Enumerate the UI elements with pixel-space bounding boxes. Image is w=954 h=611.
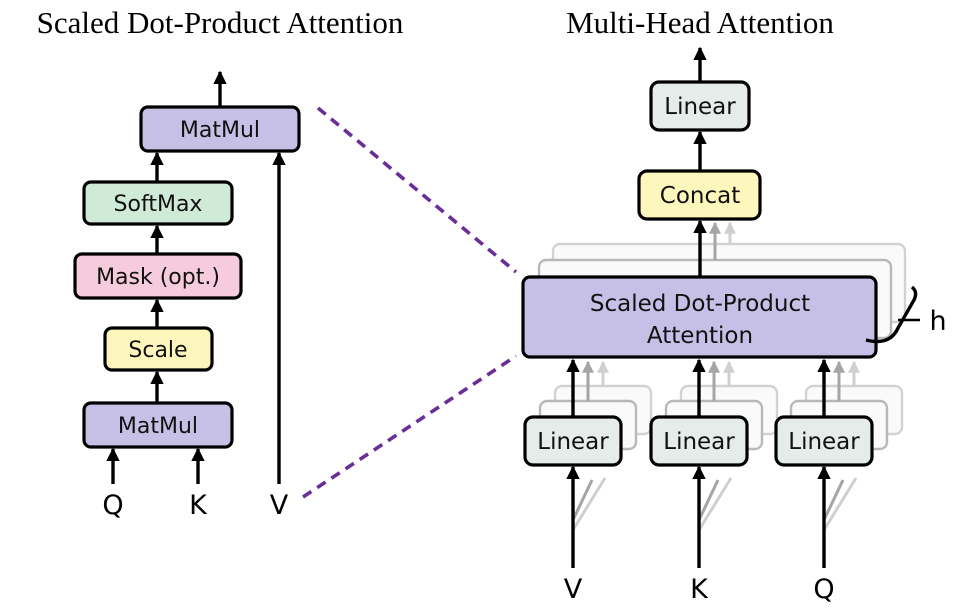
sdpa-diagram: MatMul SoftMax Mask (opt.) Scale MatMul xyxy=(73,70,301,521)
mha-title: Multi-Head Attention xyxy=(566,5,834,40)
linear-column-q: Linear Q xyxy=(774,358,904,605)
mha-input-q: Q xyxy=(813,574,834,605)
mha-input-k: K xyxy=(690,574,709,605)
sdpa-input-k: K xyxy=(189,490,208,521)
mha-linear-k-box: Linear xyxy=(649,415,749,467)
heads-label: h xyxy=(929,306,946,337)
sdpa-softmax-label: SoftMax xyxy=(114,192,203,217)
heads-brace xyxy=(865,285,918,344)
mha-linear-q-label: Linear xyxy=(788,429,860,455)
mha-concat-box: Concat xyxy=(637,169,762,221)
sdpa-title: Scaled Dot-Product Attention xyxy=(37,5,404,40)
mha-attention-box: Scaled Dot-Product Attention xyxy=(521,275,878,359)
sdpa-input-v: V xyxy=(270,490,289,521)
sdpa-input-q: Q xyxy=(102,490,123,521)
sdpa-mask-box: Mask (opt.) xyxy=(73,252,243,300)
mha-attention-label-line1: Scaled Dot-Product xyxy=(590,291,810,317)
mha-input-v: V xyxy=(564,574,583,605)
sdpa-matmul-bottom-box: MatMul xyxy=(82,401,234,449)
mha-attention-label-line2: Attention xyxy=(647,323,753,349)
mha-concat-label: Concat xyxy=(660,183,740,209)
linear-column-v: Linear V xyxy=(523,358,653,605)
sdpa-mask-label: Mask (opt.) xyxy=(96,265,220,290)
mha-linear-k-label: Linear xyxy=(663,429,735,455)
mha-linear-v-box: Linear xyxy=(523,415,623,467)
sdpa-matmul-top-box: MatMul xyxy=(139,105,301,153)
sdpa-softmax-box: SoftMax xyxy=(82,180,234,226)
sdpa-matmul-top-label: MatMul xyxy=(180,118,260,143)
linear-column-k: Linear K xyxy=(649,358,779,605)
dashed-connector-top xyxy=(316,106,518,274)
mha-linear-q-box: Linear xyxy=(774,415,874,467)
sdpa-scale-label: Scale xyxy=(128,338,187,363)
sdpa-scale-box: Scale xyxy=(103,326,214,372)
mha-diagram: Linear Concat Scaled Dot-Product Attenti… xyxy=(521,46,947,605)
mha-linear-v-label: Linear xyxy=(537,429,609,455)
dashed-connector-bottom xyxy=(302,354,517,499)
sdpa-matmul-bottom-label: MatMul xyxy=(118,414,198,439)
mha-linear-top-label: Linear xyxy=(664,94,736,120)
mha-linear-top-box: Linear xyxy=(649,80,751,132)
